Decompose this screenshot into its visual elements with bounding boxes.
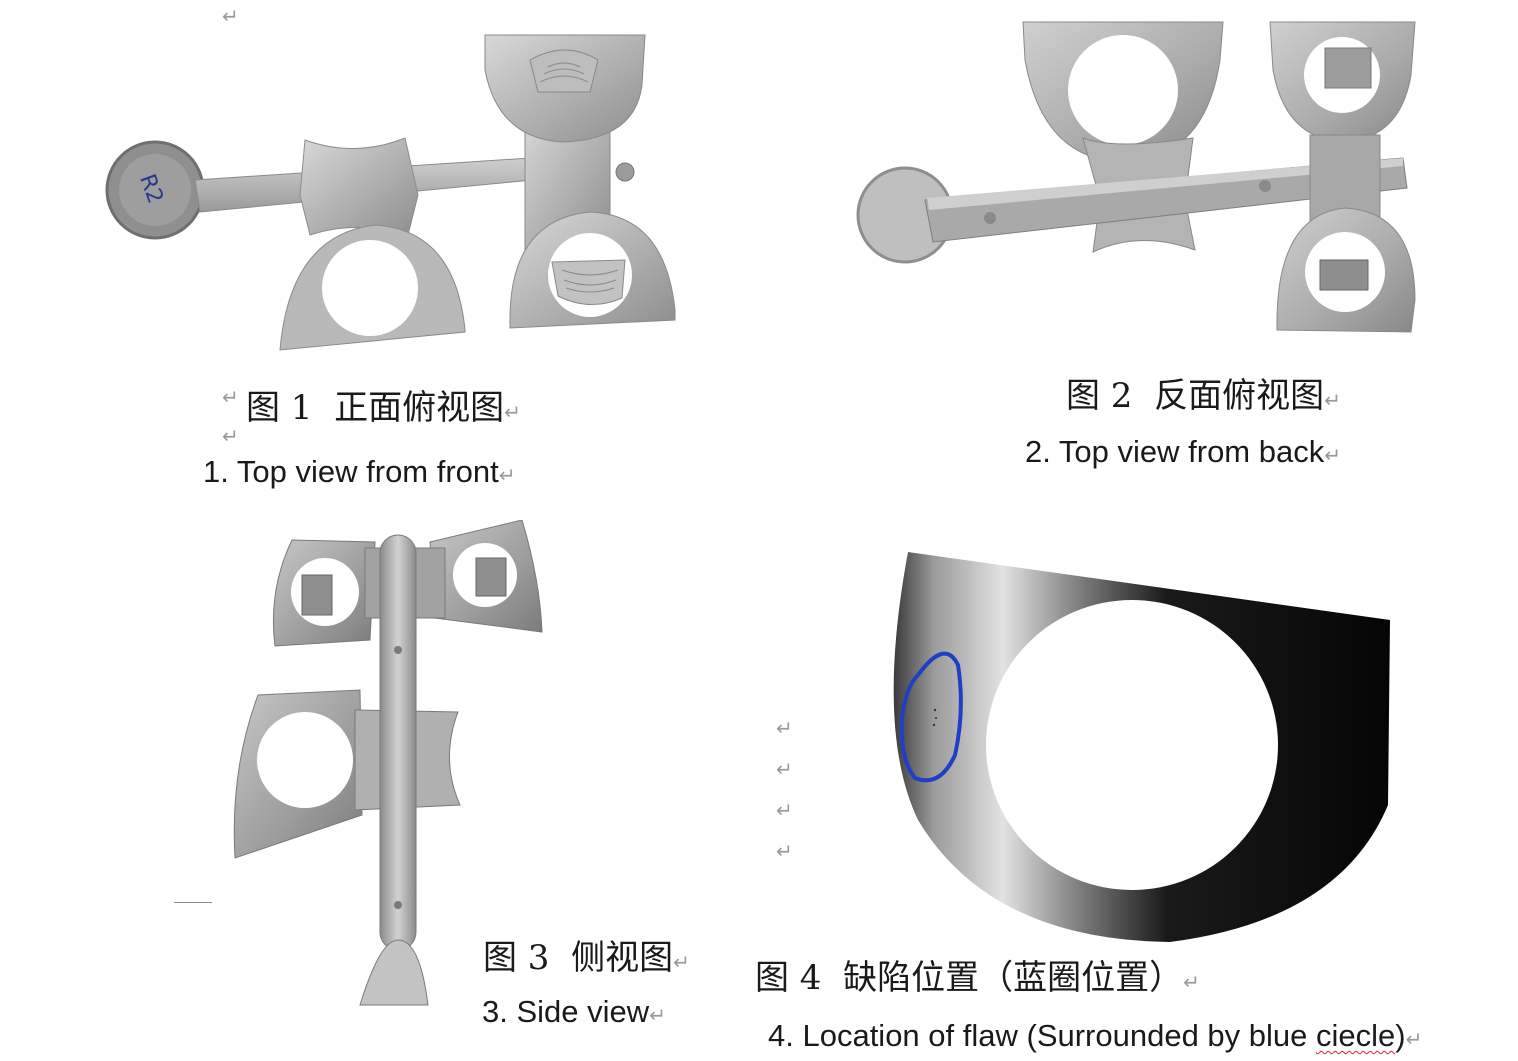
figure-1-photo: R2 [105,34,676,351]
paragraph-mark: ↵ [1324,443,1341,467]
figure-2-photo [856,21,1416,333]
figure-3-caption-en: 3. Side view↵ [482,994,666,1030]
figure-4-label: 图 4 [755,958,822,998]
paragraph-mark: ↵ [776,716,793,740]
figure-1-caption-en: 1. Top view from front↵ [203,454,516,490]
paragraph-mark: ↵ [1324,388,1341,412]
figure-2-label: 图 2 [1066,376,1133,416]
figure-2-caption-cn: 图 2 反面俯视图↵ [1066,368,1341,417]
paragraph-mark: ↵ [498,463,516,487]
figure-2-title: 反面俯视图 [1154,376,1325,416]
paragraph-mark: ↵ [222,424,239,448]
figure-1-caption-cn: 图 1 正面俯视图↵ [246,380,521,429]
figure-3-caption-text: 3. Side view [482,994,650,1029]
paragraph-mark: ↵ [1183,970,1200,994]
figure-4-photo [893,552,1390,942]
figure-1-label: 图 1 [246,388,313,428]
figure-3-photo [233,520,543,1006]
paragraph-mark: ↵ [776,757,793,781]
figure-3-title: 侧视图 [571,938,674,978]
figure-3-caption-cn: 图 3 侧视图↵ [483,930,690,979]
figure-4-caption-text: 4. Location of flaw (Surrounded by blue [768,1018,1317,1053]
paragraph-mark: ↵ [504,400,521,424]
figure-4-caption-cn: 图 4 缺陷位置（蓝圈位置）↵ [755,950,1200,999]
separator-line [174,902,212,903]
figure-3-label: 图 3 [483,938,550,978]
paragraph-mark: ↵ [673,950,690,974]
figure-4-title: 缺陷位置（蓝圈位置） [843,958,1184,998]
paragraph-mark: ↵ [776,839,793,863]
paragraph-mark: ↵ [1405,1027,1423,1051]
figure-2-caption-text: 2. Top view from back [1025,434,1325,469]
blue-circle-marker [899,651,963,783]
figure-1-title: 正面俯视图 [334,388,505,428]
figure-1-caption-text: 1. Top view from front [203,454,499,489]
figure-4-caption-end: ) [1395,1018,1406,1053]
misspelled-word: ciecle [1316,1018,1396,1053]
paragraph-mark: ↵ [776,798,793,822]
paragraph-mark: ↵ [222,385,239,409]
paragraph-mark: ↵ [649,1003,666,1027]
paragraph-mark: ↵ [222,4,239,28]
figure-2-caption-en: 2. Top view from back↵ [1025,434,1341,470]
figure-4-caption-en: 4. Location of flaw (Surrounded by blue … [768,1018,1422,1054]
